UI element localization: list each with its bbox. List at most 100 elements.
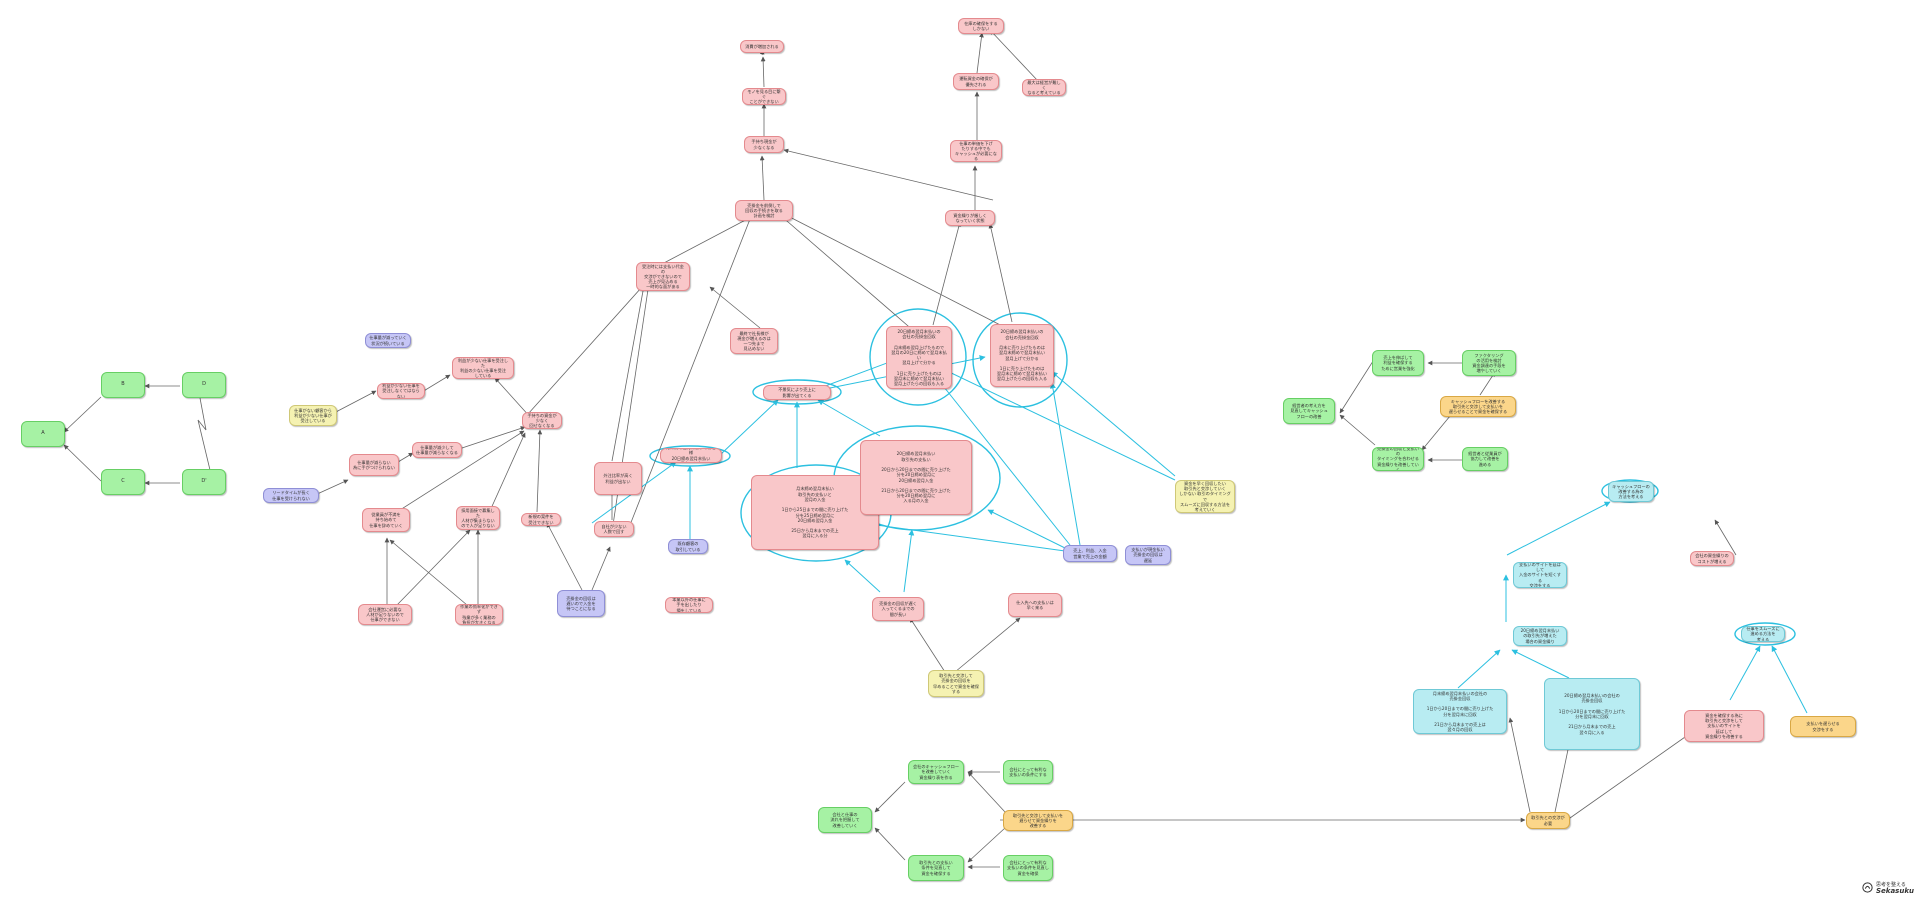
node-n39: 資金を早く回収したい 取引先と交渉していく しかない 取引のタイミングで スムー… <box>1175 480 1235 513</box>
node-g7: 会社のキャッシュフロー を改善していく 資金繰り表を作る <box>908 760 964 784</box>
highlight-ellipse <box>1601 479 1659 503</box>
edge <box>1569 729 1696 819</box>
edge <box>611 279 647 462</box>
node-b1: 月末締め翌月末払い 取引先の支払いと 翌月の入金 1日から25日までの間に売り上… <box>751 475 879 550</box>
node-n17: 仕事量が減少して 仕事量が減らなくなる <box>412 442 462 458</box>
node-n37: 売上、利益、入金 営業で売上の金額 <box>1063 545 1117 562</box>
brand-logo: 思考を整える Sekasuku <box>1876 882 1914 895</box>
edge <box>819 359 896 389</box>
node-n7: 最大は経営が難しく なると考えている <box>1022 79 1066 96</box>
node-cy7: 会社の資金繰りの コストが増える <box>1690 551 1734 566</box>
edge <box>331 390 377 415</box>
node-c2: 20日締め翌月末払いの 会社の売掛金回収 月末に売り上げたものは 翌月末締めで翌… <box>990 324 1054 387</box>
node-n19: リードタイムが長く 仕事を受けられない <box>263 488 319 503</box>
edge <box>874 781 906 813</box>
edge <box>536 429 543 513</box>
edge <box>488 432 526 514</box>
edge <box>63 396 102 433</box>
node-n22: 新規の案件を 受注できない <box>521 513 561 526</box>
edge <box>1511 649 1570 679</box>
edge <box>709 286 761 329</box>
node-o1: キャッシュフローを改善する 取引先と交渉して支払いを 遅らせることで資金を確保す… <box>1440 396 1516 417</box>
edge <box>817 399 881 437</box>
node-n8: 仕事の単価を下げ たりする中でも キャッシュが必要になる <box>950 140 1002 162</box>
edge <box>1051 371 1176 477</box>
node-n34: 仕入先への支払いは 早く来る <box>1008 593 1062 617</box>
node-g3: 経営者の考え方を 見直してキャッシュ フローの改善 <box>1283 398 1335 424</box>
edge <box>396 529 471 606</box>
edge <box>760 56 766 88</box>
node-g11: 会社にとって有利な 支払いの条件を見直し 資金を確保 <box>1003 855 1053 881</box>
node-b: B <box>101 372 145 398</box>
edge <box>988 223 1013 323</box>
edge <box>783 148 994 201</box>
brand-logo-name: Sekasuku <box>1876 887 1914 895</box>
node-e1: 不景気により売上に 影響が出てくる <box>763 385 831 400</box>
edge <box>1339 357 1376 414</box>
node-n10: 受注時には支払い代金の 交渉ができないので 売上が見込める 一時的な面がある <box>636 262 690 291</box>
edge <box>63 444 102 482</box>
node-n32: 本業以外の仕事に 手を出したり 損をしている <box>665 597 713 613</box>
node-n23: 外注比率が高く 利益が出ない <box>594 462 642 495</box>
edge <box>874 827 906 861</box>
edge <box>719 399 779 456</box>
edge <box>967 771 1006 813</box>
node-g5: 経営者と従業員が 協力して改善を 進める <box>1462 447 1508 471</box>
node-cy1: キャッシュフローの 改善する為の 方法を考える <box>1608 481 1654 502</box>
node-a: A <box>21 421 65 447</box>
edge <box>1508 717 1531 813</box>
edge <box>1729 645 1761 701</box>
node-n26: 作業の効率化ができず 残業が多く業務の 負担が大きくなる <box>455 604 503 625</box>
node-n5: 在庫の確保をする しかない <box>958 18 1004 34</box>
node-n11: 最終で社長様が 現金が増えるのは 一つ先まで 見込めない <box>730 328 778 354</box>
node-n9: 資金繰りが厳しく なっていく状態 <box>945 210 995 226</box>
edge <box>1049 382 1081 546</box>
node-n16: 仕事がない顧客から 利益が少ない仕事が 受注している <box>289 405 337 426</box>
edge <box>1771 645 1808 714</box>
node-n25: 会社運営に必要な 人材が足りないので 仕事ができない <box>358 604 412 625</box>
edge <box>989 29 1039 82</box>
edge <box>779 211 1011 331</box>
node-o3: 取引先と交渉して支払いを 遅らせて資金繰りを 改善する <box>1003 810 1073 831</box>
edge <box>629 213 753 526</box>
cyan-edges <box>591 355 1808 714</box>
brand-logo-icon <box>1862 882 1873 893</box>
node-n30: 売掛金の回収は 遅いので入金を 待つことになる <box>557 590 605 617</box>
node-b2: 20日締め翌月末払い 取引先の支払い 20日から20日までの間に売り上げた 分を… <box>860 440 972 515</box>
node-cy5: 20日締め翌月末払いの会社の 売掛金回収 1日から20日までの間に売り上げた 分… <box>1544 678 1640 750</box>
edge <box>546 522 583 591</box>
edge <box>1339 414 1376 446</box>
node-g4: 売掛金の回収と支払いの タイミングを合わせる 資金繰りを改善していく <box>1372 447 1424 471</box>
node-cy6: 仕事をスムーズに 進める方法を 考える <box>1741 626 1785 642</box>
node-n24: 自社が少ない 人数で回す <box>594 521 634 537</box>
node-n38: 支払いが現金払い 売掛金の回収は 遅延 <box>1125 545 1171 565</box>
node-c1: 20日締め翌月末払いの 会社の売掛金回収 月末締め翌月上げたもので 翌月の20日… <box>886 326 952 389</box>
node-cy3: 20日締め翌月末払い の取引先が増えた 場合の資金繰り <box>1513 626 1567 646</box>
brand-logo-sub: 思考を整える <box>1876 882 1906 888</box>
node-n40: 資金を確保する為に 取引先と交渉をして 支払いのサイトを 延ばして 資金繰りを改… <box>1684 710 1764 742</box>
node-g2: ファクタリング の活用を検討 資金調達の手段を 増やしていく <box>1462 350 1516 376</box>
node-o2: 支払いを遅らせる 交渉をする <box>1790 716 1856 737</box>
highlight-ellipse <box>1734 622 1796 646</box>
node-n4: 売掛金を前倒しで 回収の手続きを取る 計画を検討 <box>735 200 793 221</box>
edge <box>527 277 651 415</box>
node-g10: 取引先との支払い 条件を見直して 資金を確保する <box>908 855 964 881</box>
node-e2: 月末締め翌月末払いのお客様 20日締め翌月末払い 月末の入金 <box>660 448 722 463</box>
node-cy2: 支払いのサイトを延ばして 入金のサイトを短くする 交渉をする <box>1513 562 1567 588</box>
edge <box>1506 501 1611 556</box>
node-n33: 売掛金の回収が遅く 入ってくるまでの 間が長い <box>872 597 924 621</box>
node-n2: モノを見る目に繋ぐ ことができない <box>742 88 786 105</box>
edge <box>932 221 962 326</box>
edge <box>844 559 881 593</box>
edge <box>661 214 756 265</box>
edge <box>854 519 1066 552</box>
edge <box>759 155 765 201</box>
edge <box>591 546 611 591</box>
edge <box>421 374 451 393</box>
edge <box>1714 519 1737 556</box>
edge <box>987 509 1066 549</box>
edge <box>1554 739 1572 813</box>
node-n6: 運転資金の確保が 優先される <box>953 73 999 90</box>
edge <box>976 32 984 74</box>
node-y2: 取引先との交渉が 必要 <box>1526 812 1570 829</box>
